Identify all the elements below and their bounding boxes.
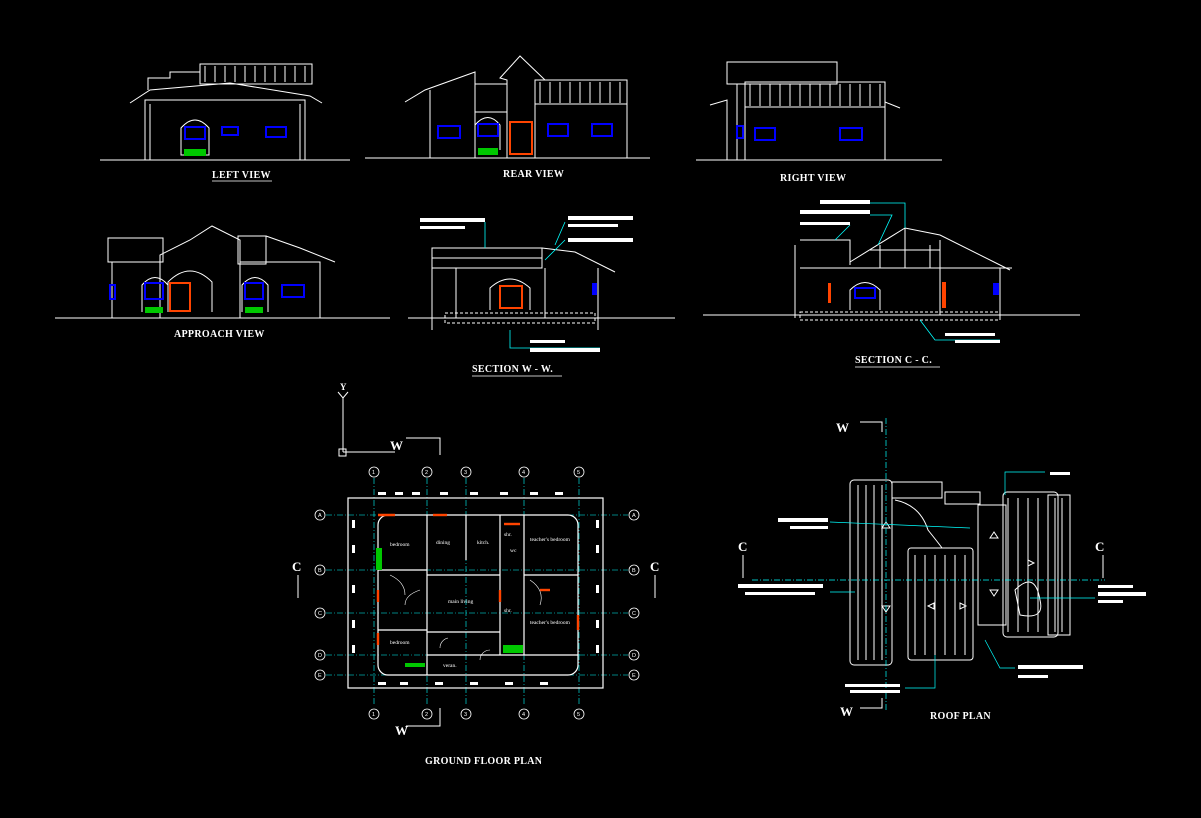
approach-view-planting [145, 307, 163, 313]
roof-plan-axis-lines [752, 418, 1105, 712]
room-main-living: main living [448, 599, 473, 605]
approach-view-elevation [55, 225, 390, 319]
left-view-window [184, 126, 206, 140]
grid-column-3: 3 [464, 470, 467, 476]
ground-floor-walls [347, 497, 604, 689]
grid-bubbles-top [314, 466, 640, 720]
roof-section-c-marker-right: C [1095, 539, 1104, 554]
grid-column-1-bottom: 1 [372, 712, 375, 718]
right-view-window [754, 127, 776, 141]
approach-view-door [169, 282, 191, 312]
ground-floor-planting [376, 548, 382, 570]
grid-row-c-right: C [632, 611, 636, 617]
approach-view-label: APPROACH VIEW [174, 329, 265, 340]
grid-column-5-bottom: 5 [577, 712, 580, 718]
left-view-label: LEFT VIEW [212, 170, 271, 181]
rear-view-window [591, 123, 613, 137]
ground-floor-dimension-ticks [352, 492, 599, 685]
section-w-annotations [420, 216, 633, 352]
section-c-door [828, 283, 831, 303]
rear-view-window [547, 123, 569, 137]
roof-plan-label: ROOF PLAN [930, 711, 991, 722]
rear-view-planting [478, 148, 498, 155]
room-bedroom-1: bedroom [390, 542, 410, 548]
grid-row-a-right: A [632, 513, 636, 519]
grid-column-5: 5 [577, 470, 580, 476]
grid-column-2-bottom: 2 [425, 712, 428, 718]
grid-row-d-right: D [632, 653, 636, 659]
section-c-window [993, 283, 999, 295]
rear-view-window [437, 125, 461, 139]
left-view-elevation [100, 63, 350, 161]
rear-view-label: REAR VIEW [503, 169, 564, 180]
room-teachers-bedroom-2: teacher's bedroom [530, 620, 571, 626]
grid-row-b: B [318, 568, 322, 574]
approach-view-window [244, 282, 264, 300]
room-bedroom-2: bedroom [390, 640, 410, 646]
room-verandah: veran. [443, 663, 457, 669]
ground-floor-grid-lines [326, 478, 628, 705]
ucs-axis-icon [337, 391, 395, 457]
grid-column-4: 4 [522, 470, 525, 476]
roof-section-w-marker-bottom: W [840, 704, 853, 719]
section-w-marker-plan [297, 437, 656, 727]
approach-view-window [281, 284, 305, 298]
grid-row-b-right: B [632, 568, 636, 574]
room-teachers-bedroom-1: teacher's bedroom [530, 537, 571, 543]
grid-column-1: 1 [372, 470, 375, 476]
section-w-marker-bottom: W [395, 723, 408, 738]
rear-view-door [509, 121, 533, 155]
left-view-planting [184, 149, 206, 156]
roof-section-c-marker-left: C [738, 539, 747, 554]
grid-column-2: 2 [425, 470, 428, 476]
ground-floor-planting [503, 645, 523, 653]
section-c-label: SECTION C - C. [855, 355, 932, 366]
section-c-door [942, 282, 946, 308]
grid-column-4-bottom: 4 [522, 712, 525, 718]
room-shower-2: shr. [504, 608, 512, 614]
section-c-drawing [703, 227, 1080, 321]
right-view-window [736, 125, 744, 139]
section-c-marker-right: C [650, 559, 659, 574]
left-view-window [265, 126, 287, 138]
ground-floor-planting [405, 663, 425, 667]
room-dining: dining [436, 540, 450, 546]
section-w-window [592, 283, 597, 295]
approach-view-planting [245, 307, 263, 313]
section-c-leaders [834, 202, 1000, 341]
ground-floor-plan-label: GROUND FLOOR PLAN [425, 756, 543, 767]
roof-plan-drawing [849, 479, 1071, 666]
section-c-window [854, 287, 876, 299]
room-wc-1: wc [510, 548, 517, 554]
section-c-marker-left: C [292, 559, 301, 574]
grid-row-e: E [318, 673, 322, 679]
grid-column-3-bottom: 3 [464, 712, 467, 718]
section-c-annotations [800, 200, 1000, 343]
roof-plan-section-markers [742, 421, 1104, 709]
rear-view-window [477, 123, 499, 137]
roof-plan-annotations [738, 472, 1146, 693]
grid-row-c: C [318, 611, 322, 617]
section-w-marker-top: W [390, 438, 403, 453]
right-view-label: RIGHT VIEW [780, 173, 846, 184]
section-w-drawing [408, 247, 675, 330]
ground-floor-door-swings [389, 574, 542, 661]
grid-row-a: A [318, 513, 322, 519]
rear-view-elevation [365, 55, 650, 159]
approach-view-window [109, 284, 116, 300]
room-shower-1: shr. [504, 532, 512, 538]
right-view-elevation [696, 61, 942, 161]
approach-view-window [144, 282, 164, 300]
grid-row-d: D [318, 653, 322, 659]
right-view-window [839, 127, 863, 141]
room-kitchen: kitch. [477, 540, 490, 546]
y-axis-label: Y [340, 382, 347, 392]
roof-section-w-marker-top: W [836, 420, 849, 435]
grid-row-e-right: E [632, 673, 636, 679]
left-view-window [221, 126, 239, 136]
section-w-door [499, 285, 523, 309]
section-w-label: SECTION W - W. [472, 364, 553, 375]
